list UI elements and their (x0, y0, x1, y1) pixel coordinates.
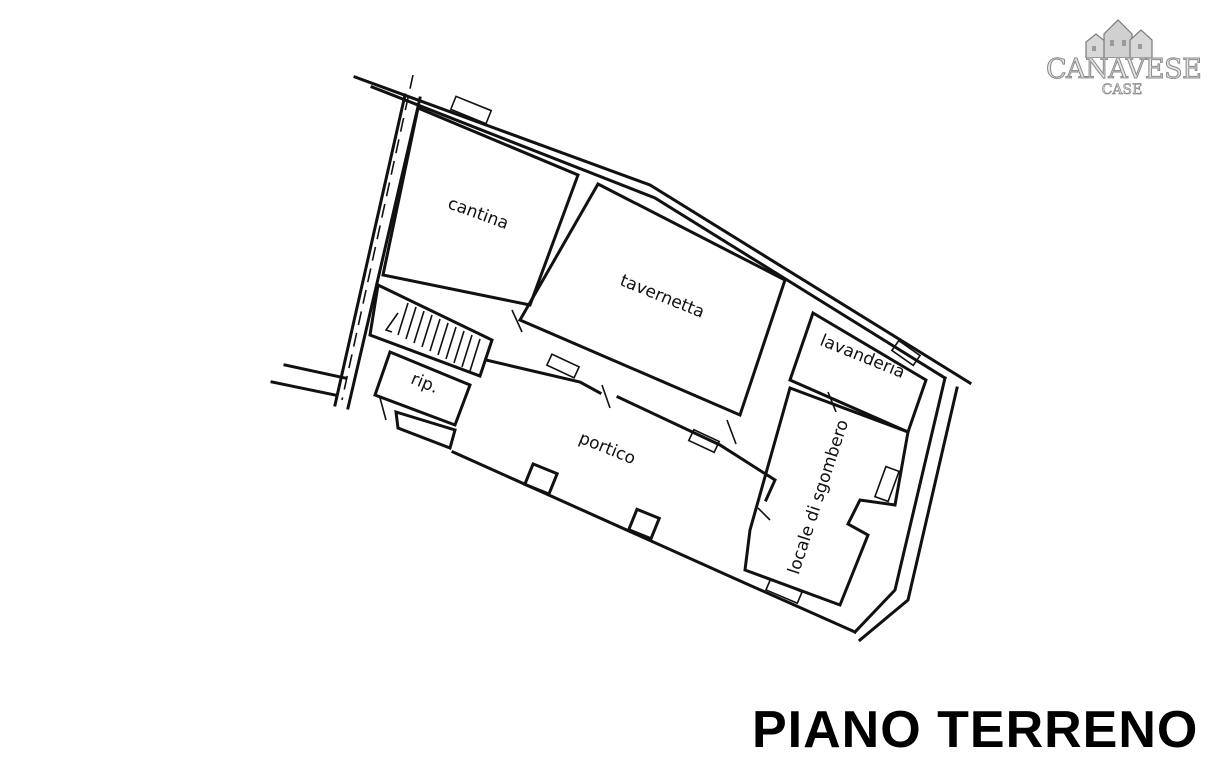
stair-block (368, 282, 494, 378)
room-label-tavernetta: tavernetta (617, 271, 707, 323)
logo-sub: CASE (1101, 82, 1143, 99)
portico-area (484, 353, 777, 541)
ripostiglio-room (373, 350, 472, 450)
logo-name: CANAVESE (1046, 54, 1203, 86)
room-label-rip: rip. (408, 369, 441, 398)
plan-title: PIANO TERRENO (752, 701, 1199, 759)
door-ticks (379, 309, 837, 521)
canavese-case-logo: CANAVESE CASE (1046, 12, 1203, 104)
room-label-lavanderia: lavanderia (817, 331, 908, 383)
houses-icon (1085, 19, 1153, 58)
locale-sgombero-room (743, 386, 910, 607)
room-label-portico: portico (576, 428, 639, 469)
room-label-cantina: cantina (445, 194, 511, 234)
room-label-locale-sgombero: locale di sgombero (784, 417, 853, 577)
tavernetta-room (517, 182, 787, 418)
